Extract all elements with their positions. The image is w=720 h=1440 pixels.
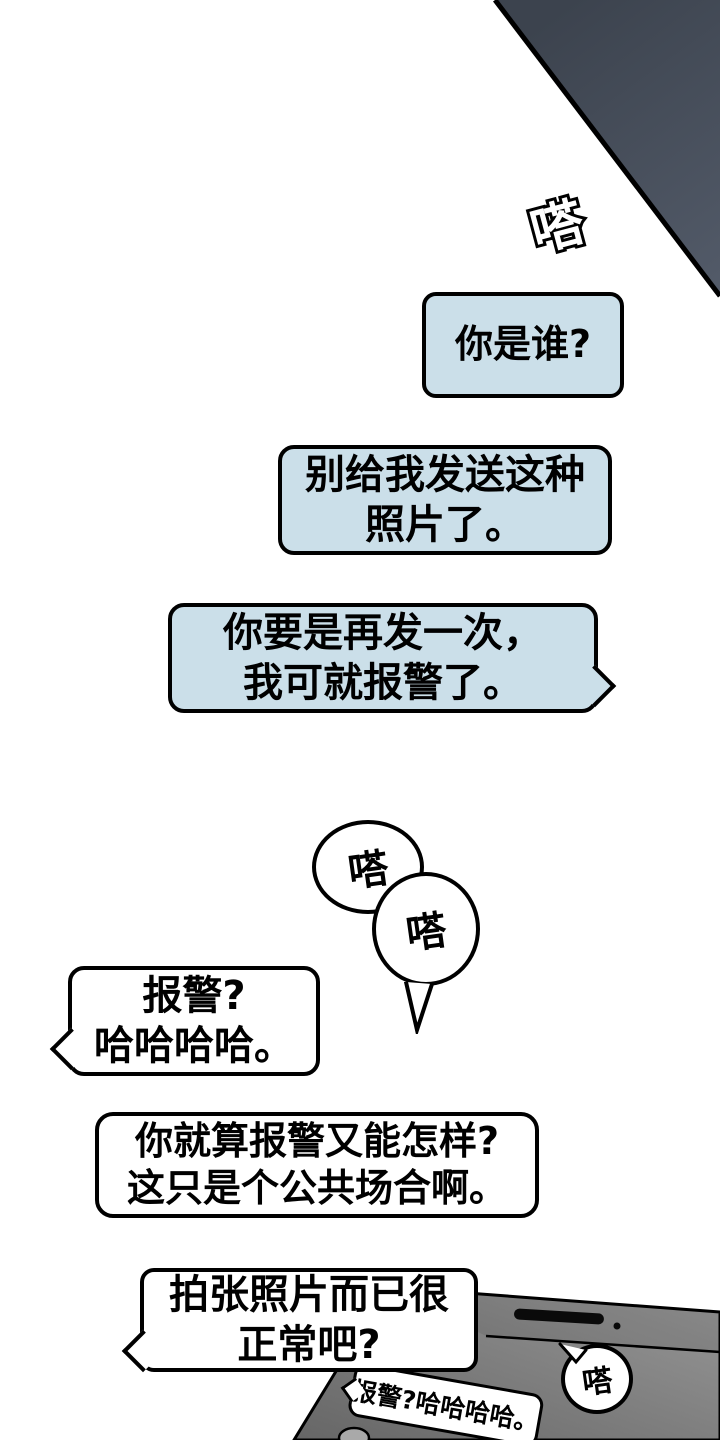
phone-speaker-slot [514,1308,604,1325]
corner-dark-panel [493,0,720,298]
phone-bottom-knob [337,1426,371,1440]
sfx-tap-text: 嗒 [345,845,392,897]
speech-bubble-dont-send: 别给我发送这种 照片了。 [278,445,612,555]
speech-line: 你是谁? [454,322,592,367]
sfx-tap-top-fill: 嗒 [524,191,591,264]
bubble-tail-left [121,1329,165,1373]
phone-camera-dot [613,1322,621,1330]
speech-bubble-public-place: 你就算报警又能怎样? 这只是个公共场合啊。 [95,1112,539,1218]
speech-bubble-warn-police: 你要是再发一次， 我可就报警了。 [168,603,617,713]
sfx-bubble-tap-2: 嗒 [372,872,480,986]
panel-edge-line [493,0,720,298]
speech-line: 你要是再发一次， [223,610,543,656]
speech-line: 别给我发送这种 [305,452,585,498]
sfx-tap-text: 嗒 [403,907,450,959]
speech-line: 哈哈哈哈。 [94,1023,294,1069]
bubble-tail-right [573,664,617,708]
speech-bubble-just-photo: 拍张照片而已很 正常吧? [121,1268,478,1373]
speech-line: 这只是个公共场合啊。 [126,1166,507,1210]
speech-line: 你就算报警又能怎样? [134,1118,500,1163]
bubble-tail-left [49,1027,93,1071]
speech-line: 照片了。 [365,502,525,548]
sfx-bubble-tail-down [404,982,434,1034]
speech-bubble-who-are-you: 你是谁? [422,292,624,398]
speech-line: 我可就报警了。 [243,660,523,706]
speech-line: 报警? [142,973,246,1019]
speech-bubble-laugh: 报警? 哈哈哈哈。 [49,966,320,1076]
sfx-bubble-tail-upleft [558,1342,588,1365]
speech-line: 拍张照片而已很 [169,1272,449,1318]
speech-line: 正常吧? [237,1322,381,1368]
sfx-bubble-tap-phone: 嗒 [561,1344,633,1414]
